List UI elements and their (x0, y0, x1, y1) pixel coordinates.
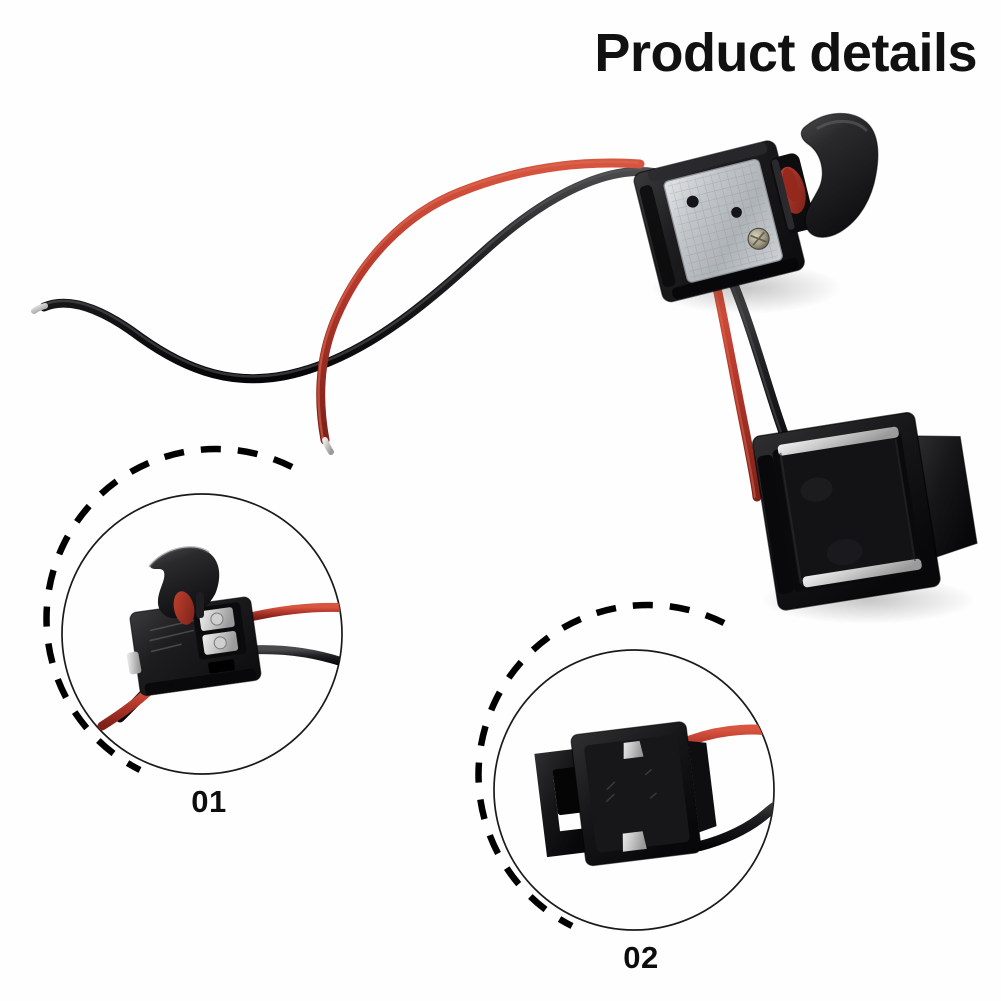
callout-01-group (43, 445, 343, 775)
callout-01-content (97, 546, 342, 731)
callout-02-label: 02 (623, 940, 659, 975)
callout-01-dashed-ring (43, 445, 294, 773)
black-lead-wire (31, 167, 673, 384)
main-product-group (31, 112, 978, 624)
trigger-switch-module (633, 112, 879, 314)
red-lead-wire (316, 158, 645, 455)
callout-02-content (534, 721, 774, 867)
callout-02-group (475, 601, 775, 931)
callout-01-label: 01 (191, 784, 227, 819)
callout-02-dashed-ring (475, 601, 726, 929)
page-title: Product details (594, 23, 977, 83)
battery-terminal-connector (752, 411, 978, 624)
trigger-paddle (800, 112, 879, 238)
